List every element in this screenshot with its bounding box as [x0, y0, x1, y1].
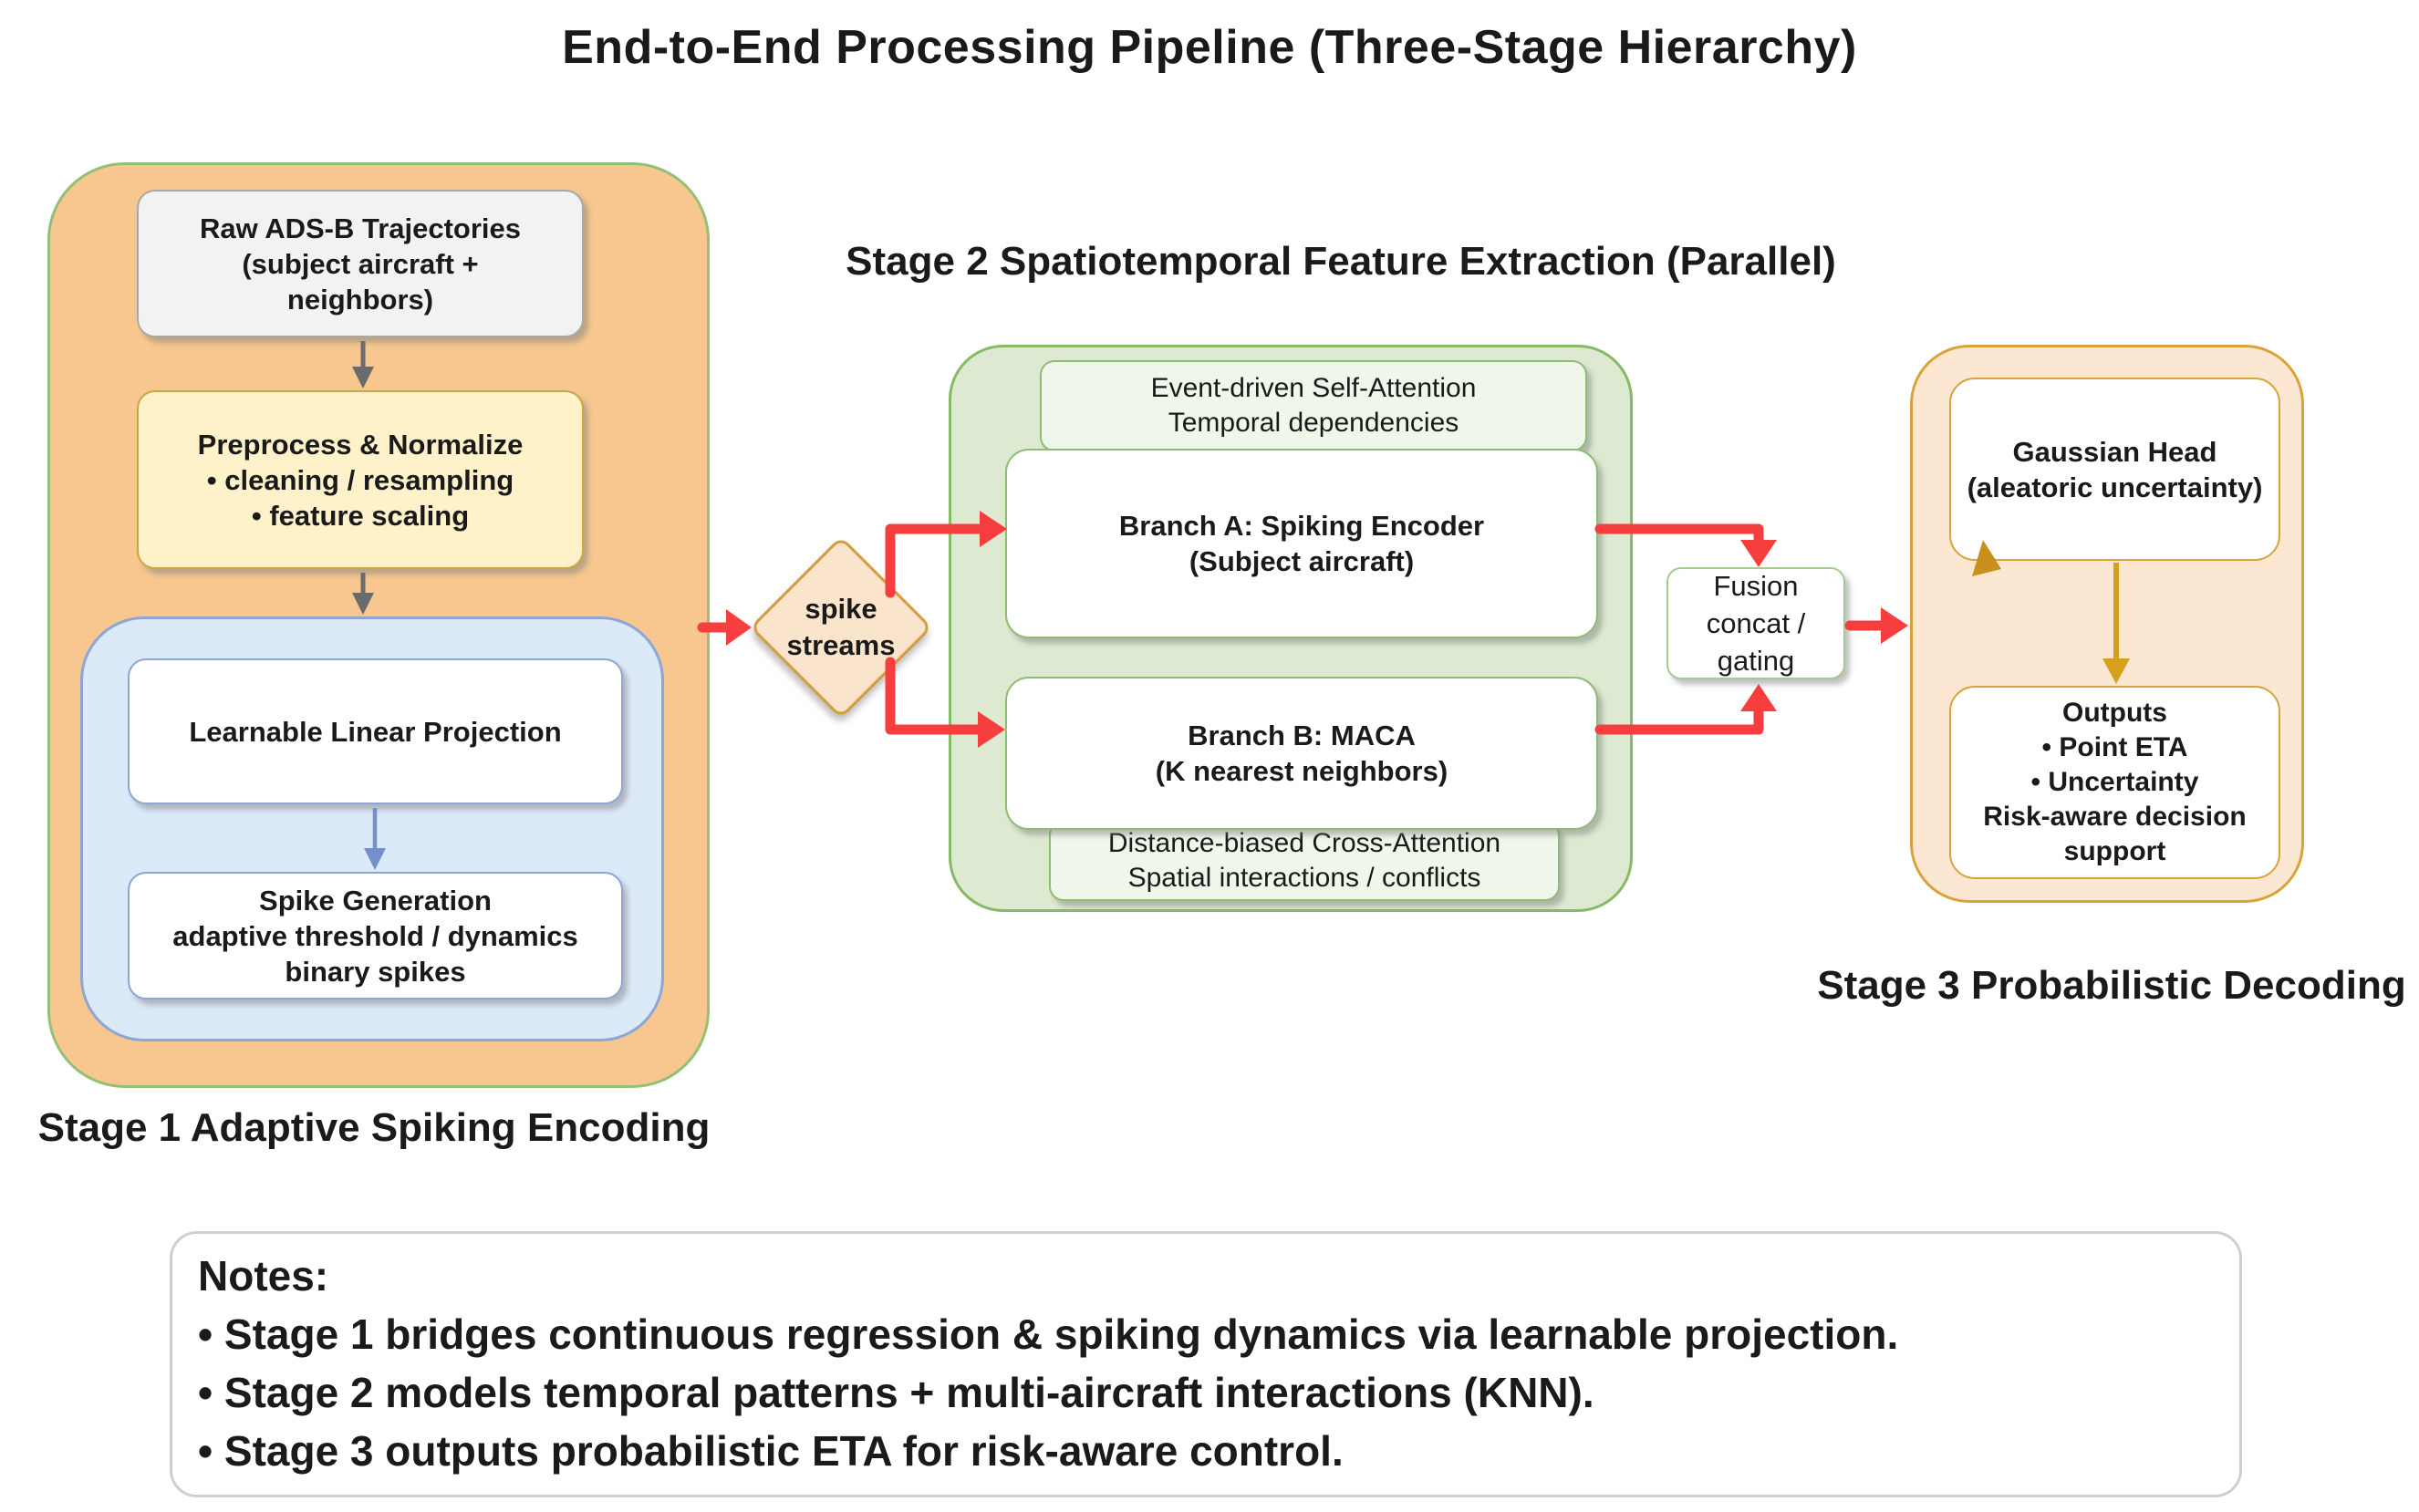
gaussian-head-box: Gaussian Head (aleatoric uncertainty) [1949, 378, 2280, 561]
branch-b-line: (K nearest neighbors) [1155, 755, 1448, 787]
red-arrow-stage1-to-diamond [697, 609, 752, 646]
notes-item: • Stage 1 bridges continuous regression … [198, 1310, 1899, 1358]
preprocess-box-line: • feature scaling [251, 499, 470, 532]
branch-b-maca-box: Branch B: MACA (K nearest neighbors) [1005, 677, 1598, 830]
branch-a-spiking-encoder-box: Branch A: Spiking Encoder (Subject aircr… [1005, 449, 1598, 638]
notes-heading: Notes: [198, 1252, 329, 1300]
preprocess-box-line: Preprocess & Normalize [197, 428, 524, 461]
fusion-line: gating [1717, 645, 1795, 677]
raw-adsb-trajectories-box: Raw ADS-B Trajectories (subject aircraft… [137, 190, 584, 337]
notes-item: • Stage 3 outputs probabilistic ETA for … [198, 1427, 1344, 1475]
notes-box: Notes: • Stage 1 bridges continuous regr… [170, 1231, 2242, 1497]
raw-box-line: (subject aircraft + [242, 247, 479, 280]
diamond-line: streams [786, 629, 896, 661]
notes-item: • Stage 2 models temporal patterns + mul… [198, 1369, 1594, 1416]
red-arrow-fusion-to-stage3 [1844, 607, 1908, 644]
cross-attention-line: Spatial interactions / conflicts [1127, 863, 1481, 893]
page-title: End-to-End Processing Pipeline (Three-St… [562, 21, 1857, 74]
branch-a-line: (Subject aircraft) [1189, 545, 1415, 577]
raw-box-line: neighbors) [286, 283, 434, 316]
distance-biased-cross-attention-box: Distance-biased Cross-Attention Spatial … [1049, 821, 1560, 901]
raw-box-line: Raw ADS-B Trajectories [199, 212, 522, 244]
fusion-box: Fusion concat / gating [1666, 567, 1845, 679]
event-driven-self-attention-box: Event-driven Self-Attention Temporal dep… [1040, 360, 1587, 451]
gaussian-line: (aleatoric uncertainty) [1967, 471, 2263, 503]
preprocess-box-line: • cleaning / resampling [206, 463, 514, 496]
fusion-line: Fusion [1713, 570, 1799, 602]
learnable-linear-projection-box: Learnable Linear Projection [128, 658, 623, 804]
outputs-line: • Uncertainty [2030, 767, 2199, 797]
preprocess-normalize-box: Preprocess & Normalize • cleaning / resa… [137, 390, 584, 569]
stage1-label: Stage 1 Adaptive Spiking Encoding [37, 1105, 711, 1150]
stage2-header: Stage 2 Spatiotemporal Feature Extractio… [846, 239, 1836, 284]
outputs-line: support [2063, 836, 2166, 866]
spike-box-line: adaptive threshold / dynamics [172, 919, 578, 952]
branch-a-line: Branch A: Spiking Encoder [1118, 510, 1485, 542]
self-attention-line: Temporal dependencies [1168, 408, 1459, 438]
spike-box-line: Spike Generation [259, 884, 492, 917]
gaussian-line: Gaussian Head [2012, 435, 2217, 468]
outputs-line: Risk-aware decision [1983, 802, 2247, 832]
spike-box-line: binary spikes [285, 955, 466, 988]
self-attention-line: Event-driven Self-Attention [1150, 373, 1477, 403]
cross-attention-line: Distance-biased Cross-Attention [1107, 828, 1501, 858]
spike-generation-box: Spike Generation adaptive threshold / dy… [128, 872, 623, 999]
branch-b-line: Branch B: MACA [1188, 720, 1416, 751]
fusion-line: concat / [1706, 607, 1806, 639]
spike-streams-diamond-label: spike streams [750, 590, 932, 665]
stage3-label: Stage 3 Probabilistic Decoding [1817, 963, 2406, 1008]
diamond-line: spike [805, 593, 877, 625]
outputs-line: Outputs [2062, 698, 2167, 728]
outputs-box: Outputs • Point ETA • Uncertainty Risk-a… [1949, 686, 2280, 879]
projection-box-line: Learnable Linear Projection [189, 715, 562, 748]
outputs-line: • Point ETA [2041, 732, 2188, 762]
